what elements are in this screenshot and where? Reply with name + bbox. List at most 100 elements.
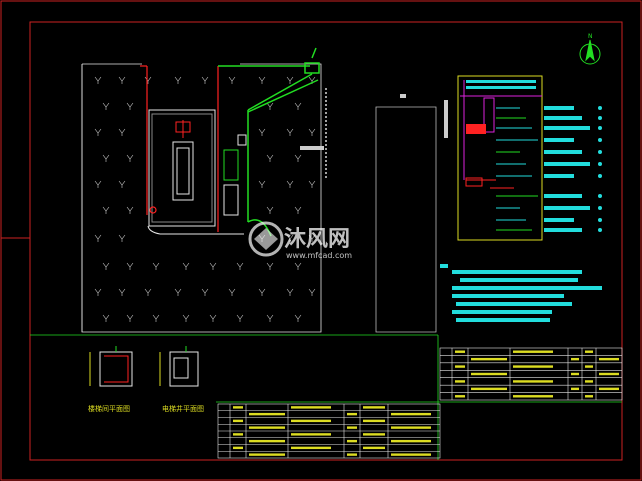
table-cell-text — [571, 372, 579, 376]
table-cell-text — [391, 439, 431, 443]
tree-symbol — [286, 76, 294, 84]
watermark — [248, 221, 284, 257]
diagram-node — [598, 106, 602, 110]
table-cell-text — [249, 453, 285, 456]
note-line — [456, 302, 572, 306]
table-cell-text — [233, 406, 243, 409]
table-cell-text — [599, 372, 619, 376]
diagram-label-bar — [544, 174, 574, 178]
tree-symbol — [209, 262, 217, 270]
diagram-label-bar — [544, 106, 574, 110]
table-cell-text — [455, 350, 465, 353]
table-cell-text — [363, 406, 385, 409]
tree-symbol — [118, 234, 126, 242]
diagram-node — [598, 218, 602, 222]
tree-symbol — [152, 262, 160, 270]
table-cell-text — [471, 372, 507, 376]
tree-symbol — [266, 154, 274, 162]
red-conduits — [140, 65, 219, 232]
table-cell-text — [471, 387, 507, 391]
tree-symbol — [201, 288, 209, 296]
diagram-label-bar — [544, 206, 590, 210]
table-cell-text — [391, 426, 431, 429]
tree-symbol — [126, 206, 134, 214]
tree-symbol — [258, 76, 266, 84]
table-cell-text — [291, 433, 331, 436]
table-cell-text — [363, 446, 385, 450]
plan-label-1: 楼梯间平面图 — [88, 404, 130, 413]
material-tables — [217, 347, 623, 459]
material-table — [217, 403, 441, 459]
tree-symbol — [118, 128, 126, 136]
tree-symbol — [286, 234, 294, 242]
tree-symbol — [286, 288, 294, 296]
note-line — [452, 294, 564, 298]
diagram-node — [598, 228, 602, 232]
north-arrow-label: N — [588, 33, 593, 40]
table-cell-text — [599, 387, 619, 391]
watermark-url: www.mfcad.com — [286, 251, 352, 260]
site-plan — [30, 63, 622, 460]
table-cell-text — [363, 433, 385, 436]
table-cell-text — [513, 395, 553, 398]
diagram-node — [598, 116, 602, 120]
tree-symbol — [209, 314, 217, 322]
watermark-brand: 沐风网 — [284, 227, 350, 252]
diagram-header-bar — [466, 86, 536, 89]
tree-symbol — [236, 262, 244, 270]
note-marker — [440, 264, 448, 268]
diagram-node — [598, 174, 602, 178]
note-line — [460, 278, 578, 282]
tree-symbol — [152, 314, 160, 322]
tree-symbol — [126, 314, 134, 322]
tree-symbol — [294, 102, 302, 110]
diagram-node — [598, 206, 602, 210]
tree-symbol — [182, 262, 190, 270]
diagram-label-bar — [544, 138, 574, 142]
tree-symbol — [308, 128, 316, 136]
note-line — [452, 310, 552, 314]
table-cell-text — [291, 446, 331, 450]
tree-symbol — [174, 76, 182, 84]
tree-symbol — [266, 262, 274, 270]
tree-symbol — [308, 288, 316, 296]
tree-symbol — [286, 128, 294, 136]
table-cell-text — [249, 426, 285, 429]
tree-symbol — [174, 288, 182, 296]
table-cell-text — [585, 380, 593, 383]
table-cell-text — [363, 419, 385, 423]
north-arrow — [579, 39, 601, 65]
table-cell-text — [571, 357, 579, 361]
tree-symbol — [94, 128, 102, 136]
tree-symbol — [126, 262, 134, 270]
diagram-label-bar — [544, 228, 582, 232]
table-cell-text — [455, 380, 465, 383]
tree-symbol — [102, 262, 110, 270]
tree-symbol — [102, 314, 110, 322]
table-cell-text — [471, 357, 507, 361]
tree-symbol — [294, 154, 302, 162]
table-cell-text — [391, 453, 431, 456]
tree-symbol — [102, 154, 110, 162]
table-cell-text — [513, 365, 553, 368]
diagram-label-bar — [544, 218, 574, 222]
tree-symbol — [118, 76, 126, 84]
tree-symbol — [258, 180, 266, 188]
tree-symbol — [308, 234, 316, 242]
table-cell-text — [585, 395, 593, 398]
table-cell-text — [347, 412, 357, 416]
central-structure — [147, 109, 247, 235]
table-cell-text — [513, 350, 553, 353]
tree-symbol — [308, 180, 316, 188]
tree-symbol — [266, 314, 274, 322]
note-line — [452, 286, 602, 290]
note-line — [452, 270, 582, 274]
table-cell-text — [347, 439, 357, 443]
diagram-node — [598, 194, 602, 198]
tree-symbol — [228, 288, 236, 296]
tree-symbol — [144, 288, 152, 296]
tree-symbol — [201, 76, 209, 84]
small-box-b — [400, 94, 406, 98]
